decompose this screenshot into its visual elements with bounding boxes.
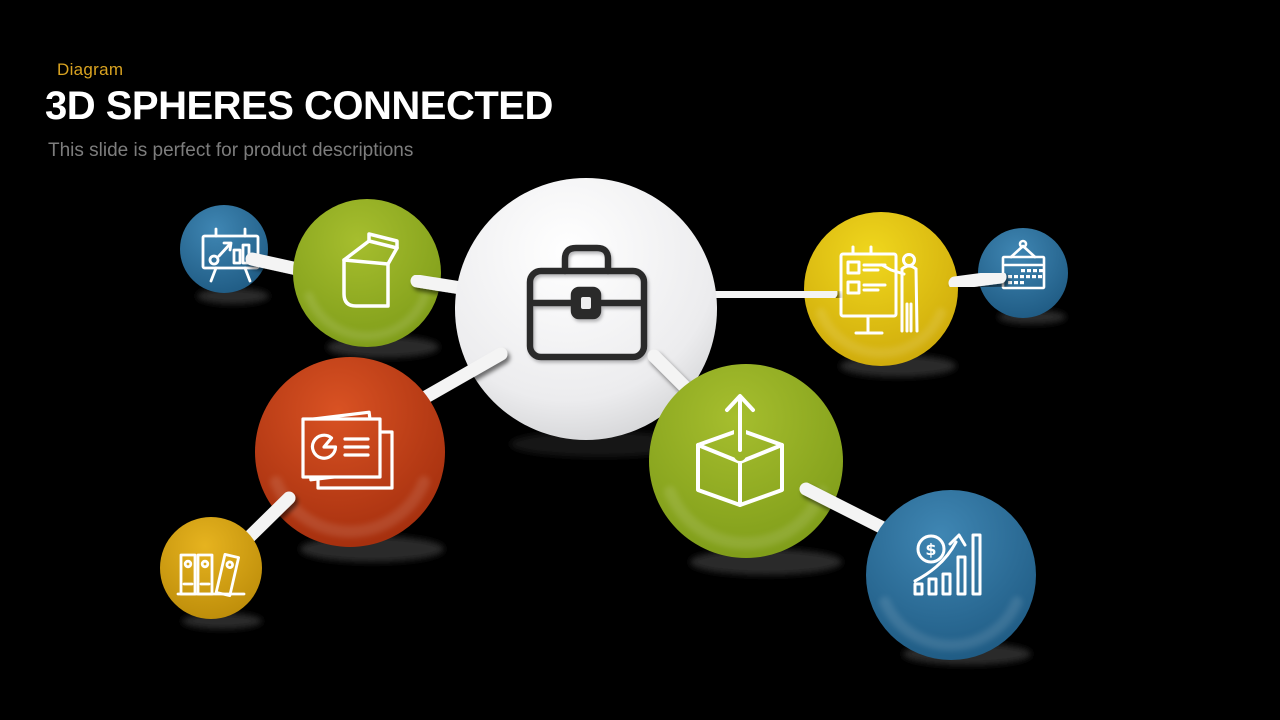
briefcase-icon xyxy=(526,244,648,361)
presenter-board-icon xyxy=(839,245,919,335)
book-icon xyxy=(342,232,399,308)
dollar-symbol: $ xyxy=(925,540,936,559)
sphere-product-box xyxy=(649,364,843,558)
sphere-briefcase-central xyxy=(455,178,717,440)
sphere-body xyxy=(978,228,1068,318)
binders-icon xyxy=(176,553,246,597)
sphere-slides xyxy=(255,357,445,547)
sphere-shadow xyxy=(510,431,690,457)
sphere-binders xyxy=(160,517,262,619)
category-label: Diagram xyxy=(57,60,124,79)
connector-presenter-calendar xyxy=(948,270,1007,290)
sphere-flipchart xyxy=(180,205,268,293)
sphere-calendar xyxy=(978,228,1068,318)
connector-box-revenue xyxy=(799,482,900,540)
sphere-presenter xyxy=(804,212,958,366)
revenue-growth-icon: $ xyxy=(913,533,982,596)
presentation-slides-icon xyxy=(301,410,394,490)
sphere-body xyxy=(804,212,958,366)
page-title: 3D SPHERES CONNECTED xyxy=(45,84,553,128)
product-box-icon xyxy=(696,388,784,507)
sphere-book xyxy=(293,199,441,347)
sphere-revenue: $ xyxy=(866,490,1036,660)
slide-subtitle: This slide is perfect for product descri… xyxy=(48,140,414,161)
sphere-body xyxy=(293,199,441,347)
